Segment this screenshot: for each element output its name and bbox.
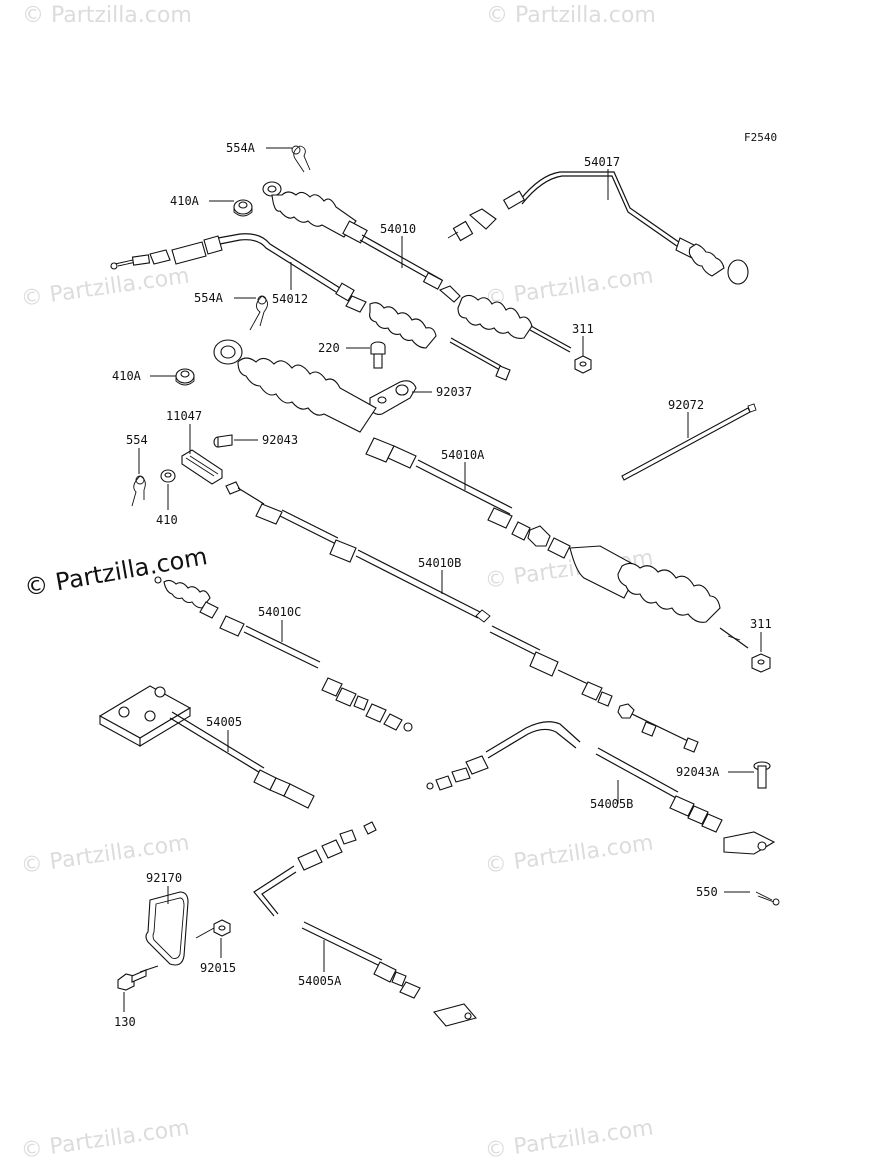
part-311-top (574, 355, 592, 374)
part-554A-top (291, 145, 311, 173)
watermark: © Partzilla.com (483, 264, 655, 312)
part-54012 (110, 233, 511, 381)
part-410A-mid (175, 368, 195, 386)
callout-54017: 54017 (584, 155, 620, 169)
part-92072 (621, 403, 757, 481)
watermark: © Partzilla.com (19, 1116, 191, 1164)
part-220 (370, 341, 386, 369)
part-92015 (213, 919, 231, 937)
callout-54010C: 54010C (258, 605, 301, 619)
part-92043A (753, 761, 771, 789)
callout-550: 550 (696, 885, 718, 899)
callout-54010: 54010 (380, 222, 416, 236)
callout-410A-top: 410A (170, 194, 200, 208)
callout-220: 220 (318, 341, 340, 355)
part-11047 (181, 449, 223, 485)
callout-311-bottom: 311 (750, 617, 772, 631)
callout-554: 554 (126, 433, 148, 447)
callout-54005: 54005 (206, 715, 242, 729)
callout-311-top: 311 (572, 322, 594, 336)
callout-92072: 92072 (668, 398, 704, 412)
callout-54005B: 54005B (590, 797, 633, 811)
part-54005A (253, 821, 477, 1027)
callout-130: 130 (114, 1015, 136, 1029)
callout-54010A: 54010A (441, 448, 485, 462)
part-54010C (154, 576, 413, 732)
part-54010B (225, 481, 699, 753)
callout-554A-mid: 554A (194, 291, 224, 305)
callout-554A-top: 554A (226, 141, 256, 155)
part-550 (755, 891, 780, 906)
watermarks: © Partzilla.com © Partzilla.com © Partzi… (19, 3, 655, 1164)
part-54010A (213, 339, 749, 649)
part-130 (117, 969, 147, 991)
part-311-bottom (751, 653, 771, 673)
callout-labels: 554A 410A 54010 54017 554A 54012 311 220… (112, 141, 772, 1029)
watermark: © Partzilla.com (483, 831, 655, 879)
callout-92170: 92170 (146, 871, 182, 885)
watermark: © Partzilla.com (22, 3, 192, 28)
part-54005 (98, 685, 315, 809)
part-54010 (262, 181, 572, 353)
part-54017 (447, 171, 749, 285)
part-410 (160, 469, 176, 483)
figure-code: F2540 (744, 131, 777, 144)
callout-54005A: 54005A (298, 974, 342, 988)
part-54005B (426, 721, 776, 855)
part-410A-top (233, 199, 253, 217)
callout-92043: 92043 (262, 433, 298, 447)
leader-lines (123, 147, 762, 1012)
callout-92043A: 92043A (676, 765, 720, 779)
part-554A-mid (249, 295, 268, 331)
callout-54010B: 54010B (418, 556, 461, 570)
watermark: © Partzilla.com (483, 1116, 655, 1164)
callout-92015: 92015 (200, 961, 236, 975)
part-92043 (213, 434, 233, 448)
part-92037 (369, 380, 417, 415)
callout-410A-mid: 410A (112, 369, 142, 383)
callout-11047: 11047 (166, 409, 202, 423)
callout-92037: 92037 (436, 385, 472, 399)
watermark: © Partzilla.com (486, 3, 656, 28)
callout-410: 410 (156, 513, 178, 527)
callout-54012: 54012 (272, 292, 308, 306)
part-554 (131, 475, 146, 507)
watermark: © Partzilla.com (19, 264, 191, 312)
part-92170 (145, 891, 189, 966)
